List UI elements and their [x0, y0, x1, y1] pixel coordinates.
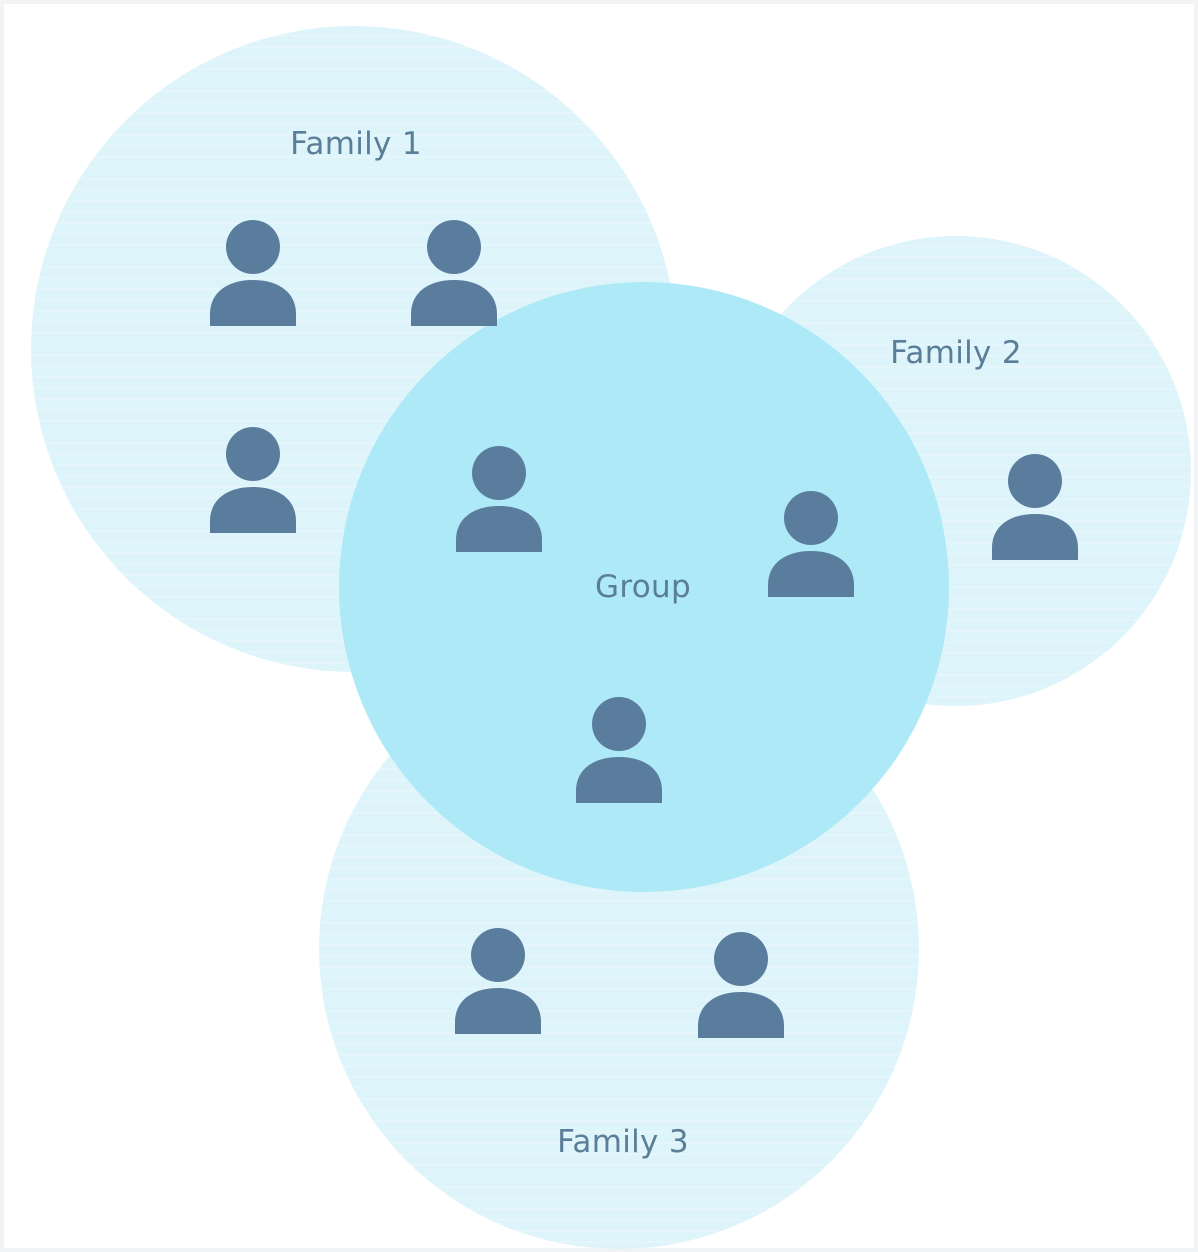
person-icon — [576, 697, 662, 803]
person-icon — [992, 454, 1078, 560]
family-1-label: Family 1 — [290, 126, 422, 162]
person-icon — [210, 427, 296, 533]
person-icon — [455, 928, 541, 1034]
person-icon — [411, 220, 497, 326]
person-icon — [698, 932, 784, 1038]
person-icon — [210, 220, 296, 326]
family-3-label: Family 3 — [557, 1124, 689, 1160]
person-icon — [768, 491, 854, 597]
person-icon — [456, 446, 542, 552]
group-label: Group — [595, 569, 691, 605]
family-2-label: Family 2 — [890, 335, 1022, 371]
